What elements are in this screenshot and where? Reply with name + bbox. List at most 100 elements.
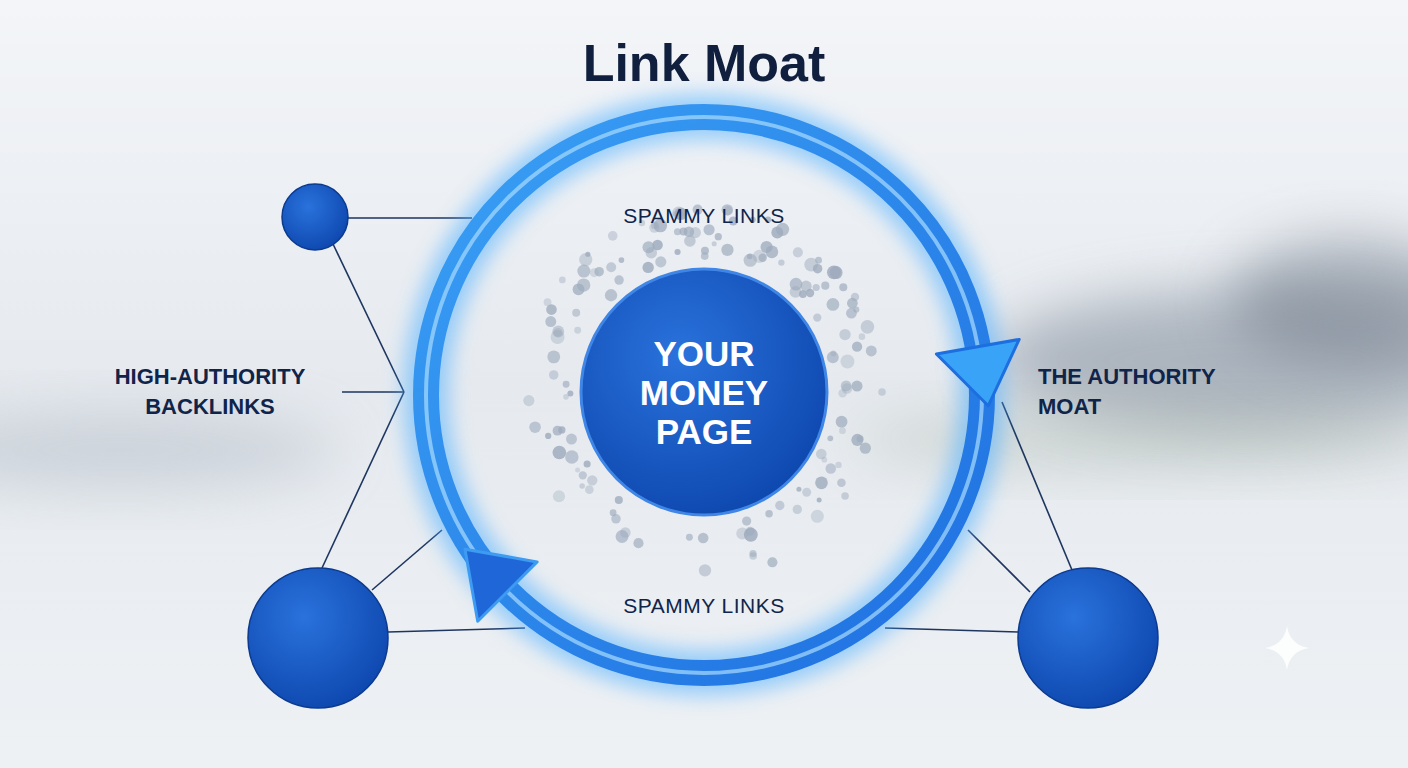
spam-dot [610,509,617,516]
leader-line [372,530,442,590]
spam-dot [827,435,833,441]
money-page-circle [581,269,827,515]
spam-dot [866,345,877,356]
spam-dot [655,256,666,267]
backlink-circle [1018,568,1158,708]
leader-line [885,628,1018,632]
spam-dot [606,262,616,272]
spam-dot [605,289,617,301]
spam-label: SPAMMY LINKS [554,201,854,231]
spam-dot [615,496,623,504]
spam-dot [878,388,886,396]
spam-dot [547,350,560,363]
spam-dot [566,434,577,445]
money-page-node: YOUR MONEY PAGE [579,267,829,517]
spam-dot [811,510,824,523]
spam-dot [793,247,803,257]
spam-dot [778,259,784,265]
spam-dot [551,330,565,344]
spam-dot [749,550,756,557]
spam-dot [793,505,802,514]
spam-dot [614,275,623,284]
spam-dot [839,283,847,291]
spam-dot [529,421,541,433]
spam-dot [579,483,585,489]
spam-dot [742,516,751,525]
spam-dot [642,262,653,273]
spam-dot [646,247,657,258]
spam-dot [859,333,866,340]
spam-dot [616,530,629,543]
spam-dot [847,298,858,309]
spam-dot [579,471,587,479]
spam-dot [619,257,625,263]
spam-dot [817,498,822,503]
backlink-label: HIGH-AUTHORITY BACKLINKS [85,362,335,422]
blurred-shore [850,410,1408,470]
spam-dot [747,254,753,260]
spam-dot [608,231,618,241]
spam-dot [839,329,850,340]
backlink-circle [248,568,388,708]
spam-dot [852,342,862,352]
moat-ring [426,117,1019,673]
spam-dot [839,427,846,434]
spam-dot [553,446,567,460]
spam-dot [701,247,709,255]
leader-line [322,392,404,568]
spam-dot [590,268,599,277]
spam-dot [721,244,733,256]
leader-line [333,244,404,392]
spam-dot [846,308,857,319]
moat-label: THE AUTHORITY MOAT [1038,362,1268,422]
spam-dot [715,233,722,240]
spam-dot [767,557,777,567]
spam-dot [831,351,837,357]
spam-dot [549,370,558,379]
spam-dot [804,258,818,272]
spam-dot [584,461,591,468]
spam-dot [579,253,592,266]
spam-dot [802,488,811,497]
spam-dot [851,381,862,392]
spam-dot [827,265,841,279]
spam-dot [575,467,580,472]
spam-dot [840,354,854,368]
arrow-head [936,339,1019,405]
spam-dot [761,241,773,253]
blurred-shore [0,410,340,490]
spam-dot [712,241,717,246]
leader-line [346,217,472,219]
spam-dot [523,395,534,406]
leader-line [342,391,404,393]
spam-dot [790,278,803,291]
spam-dot [572,309,580,317]
spam-dot [565,450,578,463]
spam-dot [837,478,846,487]
ring [426,117,982,673]
spam-dot [674,228,681,235]
spam-dot [699,564,711,576]
spam-dot [577,265,590,278]
node-label: YOUR MONEY PAGE [617,334,792,451]
spam-dot [633,538,643,548]
spam-dot [813,284,820,291]
spam-dot [800,281,811,292]
spam-dot [573,283,585,295]
spam-dot [771,227,783,239]
diagram-title: Link Moat [404,32,1004,94]
spam-dot [827,351,839,363]
spam-dot [553,426,563,436]
spam-dot [574,327,581,334]
spam-dot [585,485,594,494]
spam-dot [545,316,556,327]
spam-dot [765,510,772,517]
leader-line [968,530,1030,592]
spam-dot [821,457,827,463]
spam-dot [545,433,551,439]
spam-dot [841,381,852,392]
spam-dot [587,475,597,485]
spam-dot [815,476,828,489]
